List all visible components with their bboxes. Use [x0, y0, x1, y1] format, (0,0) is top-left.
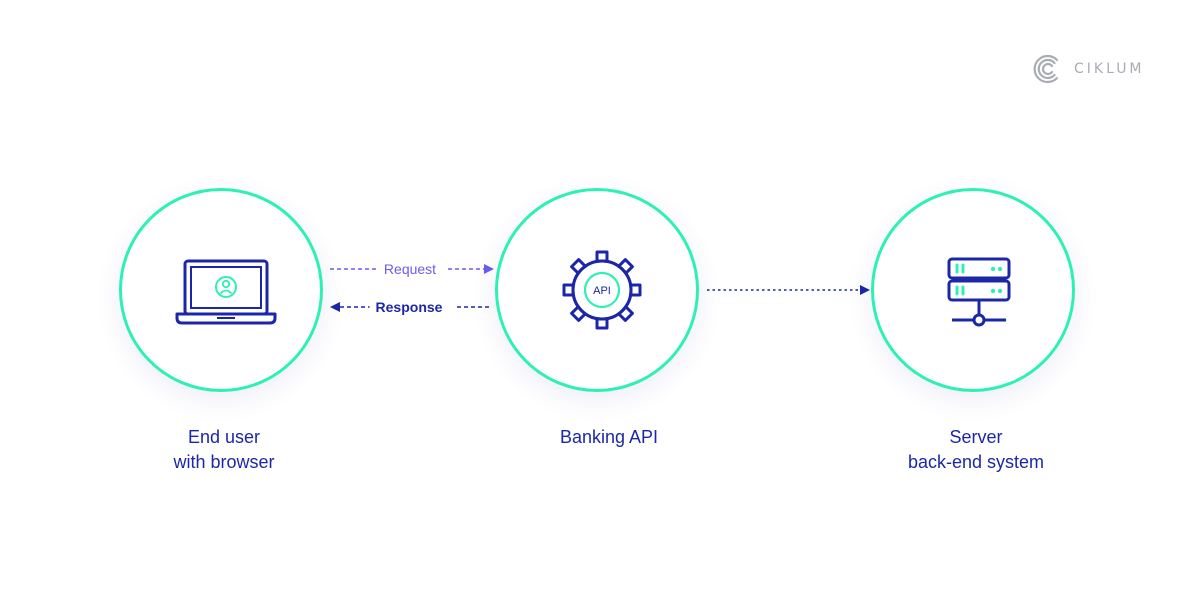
request-arrow [330, 264, 494, 274]
logo-wordmark: CIKLUM [1074, 61, 1145, 77]
server-node [871, 188, 1075, 392]
end-user-caption-line2: with browser [173, 452, 275, 472]
api-to-server-arrow [707, 285, 870, 295]
server-caption: Server back-end system [846, 425, 1106, 475]
request-label: Request [377, 261, 443, 277]
server-icon [947, 257, 1011, 327]
banking-api-caption: Banking API [479, 425, 739, 450]
banking-api-node: API [495, 188, 699, 392]
end-user-caption-line1: End user [187, 427, 261, 447]
server-caption-line2: back-end system [907, 452, 1045, 472]
ciklum-logo: CIKLUM [1030, 52, 1145, 86]
end-user-caption: End user with browser [94, 425, 354, 475]
end-user-node [119, 188, 323, 392]
gear-api-icon: API [562, 250, 642, 330]
server-caption-line1: Server [949, 427, 1003, 447]
banking-api-caption-line1: Banking API [559, 427, 659, 447]
laptop-user-icon [175, 259, 277, 325]
api-icon-text: API [593, 285, 611, 297]
response-label: Response [369, 299, 449, 315]
response-arrow [330, 302, 492, 312]
ciklum-c-logo-icon [1033, 54, 1059, 84]
